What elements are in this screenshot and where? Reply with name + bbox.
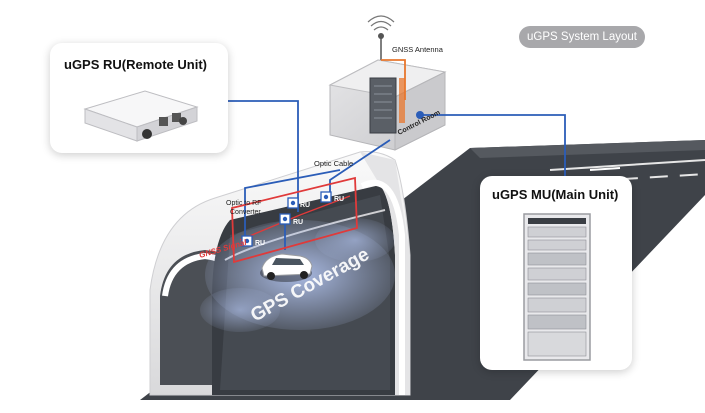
car-icon bbox=[260, 253, 313, 282]
mu-card: uGPS MU(Main Unit) bbox=[480, 176, 632, 370]
converter-label-line1: Optic to RF bbox=[226, 200, 261, 207]
ru-card: uGPS RU(Remote Unit) bbox=[50, 43, 228, 153]
ru-unit bbox=[279, 213, 291, 225]
mu-connection-node bbox=[416, 111, 424, 119]
optic-cable-lines bbox=[228, 100, 566, 250]
antenna-label: GNSS Antenna bbox=[392, 45, 444, 54]
ru-unit bbox=[241, 235, 253, 247]
ru-strip bbox=[231, 176, 358, 264]
antenna-icon bbox=[367, 15, 406, 100]
optic-cable-label: Optic Cable bbox=[314, 159, 353, 168]
remote-unit-device-image bbox=[83, 90, 199, 142]
ru-card-title: uGPS RU(Remote Unit) bbox=[64, 57, 207, 72]
control-room bbox=[328, 59, 447, 151]
system-layout-badge: uGPS System Layout bbox=[519, 26, 645, 48]
main-unit-rack-image bbox=[523, 213, 591, 361]
converter-label-line2: Converter bbox=[230, 209, 261, 216]
ru-unit-label: RU bbox=[300, 202, 310, 209]
ru-unit bbox=[320, 191, 332, 203]
ru-unit bbox=[287, 197, 299, 209]
ru-unit-label: RU bbox=[255, 240, 265, 247]
ru-unit-label: RU bbox=[293, 219, 303, 226]
ru-unit-label: RU bbox=[334, 196, 344, 203]
mu-card-title: uGPS MU(Main Unit) bbox=[492, 187, 619, 202]
